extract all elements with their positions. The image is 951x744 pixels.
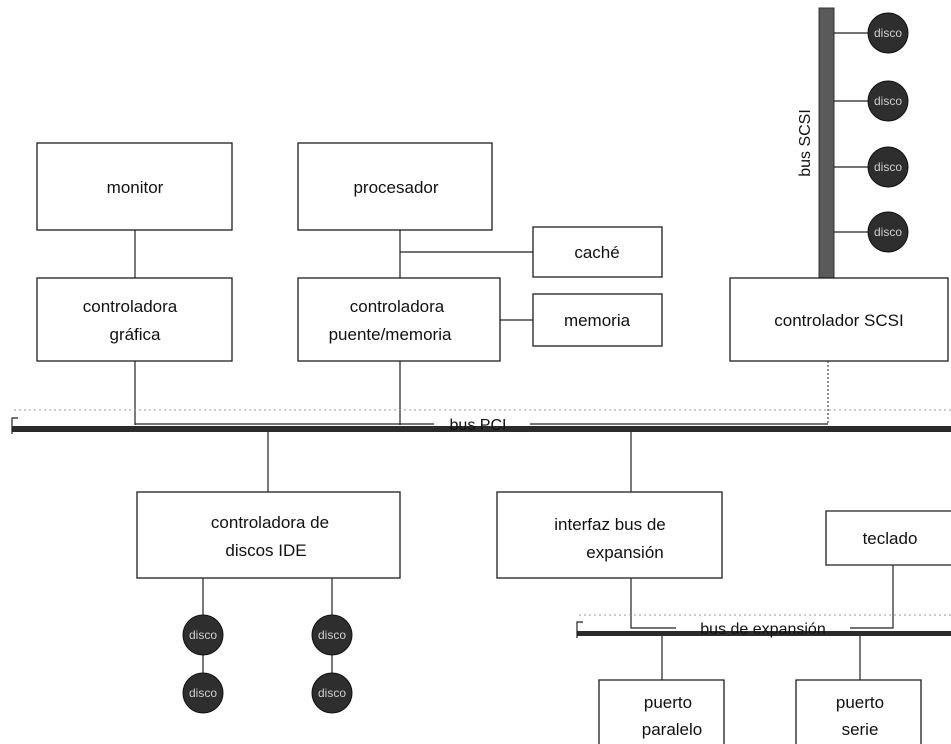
serial-port-label-line2: serie [842,720,879,739]
parallel-port-frame [598,679,725,744]
scsi-disks: disco disco disco disco [834,12,909,253]
graphics-controller-label-line2: gráfica [109,325,161,344]
expansion-interface-frame [496,491,723,579]
ide-controller-label-line1: controladora de [211,513,329,532]
parallel-port-box: puerto paralelo [598,679,725,744]
bridge-controller-label-line1: controladora [350,297,445,316]
disk-label: disco [874,94,902,108]
scsi-controller-box: controlador SCSI [729,277,949,362]
graphics-controller-box: controladora gráfica [36,277,233,362]
expansion-interface-label-line2: expansión [586,543,664,562]
disk-label: disco [874,160,902,174]
scsi-bus-bar [818,7,835,279]
monitor-frame [36,142,233,231]
ide-disk: disco [182,672,224,714]
pci-bus-left-cap [11,417,18,434]
cache-box: caché [532,226,663,278]
expansion-bus-bar [577,631,951,636]
bridge-controller-frame [297,277,501,362]
ide-disk: disco [182,614,224,656]
scsi-disk: disco [867,80,909,122]
disk-icon [311,672,353,714]
serial-port-label-line1: puerto [836,693,884,712]
expansion-interface-to-bus-link [630,578,680,629]
scsi-disk: disco [867,211,909,253]
ide-disks: disco disco disco disco [182,578,353,714]
disk-label: disco [189,628,217,642]
expansion-interface-box: interfaz bus de expansión [496,491,723,579]
monitor-box: monitor [36,142,233,231]
memory-label: memoria [564,311,631,330]
disk-icon [867,80,909,122]
serial-port-frame [795,679,922,744]
expansion-bus-label-bg [676,621,850,631]
ide-controller-box: controladora de discos IDE [136,491,401,579]
scsi-bus-label: bus SCSI [797,109,814,177]
scsi-bus: bus SCSI [797,7,835,279]
disk-icon [311,614,353,656]
pci-bus-label-bg [434,417,530,426]
pci-bus-label: bus PCI [450,417,507,434]
expansion-bus-label: bus de expansión [700,621,825,638]
keyboard-box: teclado [825,510,951,566]
expansion-bus-left-cap [576,621,583,638]
expansion-interface-label-line1: interfaz bus de [554,515,666,534]
memory-box: memoria [532,293,663,347]
ide-disk: disco [311,672,353,714]
disk-label: disco [189,686,217,700]
pci-bus: bus PCI [11,409,951,434]
serial-port-box: puerto serie [795,679,922,744]
expansion-bus: bus de expansión [576,614,951,638]
graphics-controller-label-line1: controladora [83,297,178,316]
bridge-controller-box: controladora puente/memoria [297,277,501,362]
disk-label: disco [318,686,346,700]
disk-label: disco [874,225,902,239]
ide-controller-label-line2: discos IDE [225,541,306,560]
keyboard-frame [825,510,951,566]
pci-bus-bar [12,426,951,432]
parallel-port-label-line1: puerto [644,693,692,712]
keyboard-label: teclado [863,529,918,548]
keyboard-to-bus-link [848,565,894,629]
processor-box: procesador [297,142,493,231]
processor-label: procesador [353,178,438,197]
scsi-disk: disco [867,146,909,188]
disk-icon [867,211,909,253]
bridge-controller-label-line2: puente/memoria [329,325,452,344]
disk-icon [182,672,224,714]
ide-controller-frame [136,491,401,579]
disk-label: disco [874,26,902,40]
scsi-controller-label: controlador SCSI [774,311,903,330]
graphics-controller-frame [36,277,233,362]
cache-frame [532,226,663,278]
monitor-label: monitor [107,178,164,197]
memory-frame [532,293,663,347]
disk-label: disco [318,628,346,642]
parallel-port-label-line2: paralelo [642,720,703,739]
disk-icon [867,146,909,188]
ide-disk: disco [311,614,353,656]
processor-frame [297,142,493,231]
scsi-controller-frame [729,277,949,362]
cache-label: caché [574,243,619,262]
disk-icon [867,12,909,54]
disk-icon [182,614,224,656]
scsi-disk: disco [867,12,909,54]
